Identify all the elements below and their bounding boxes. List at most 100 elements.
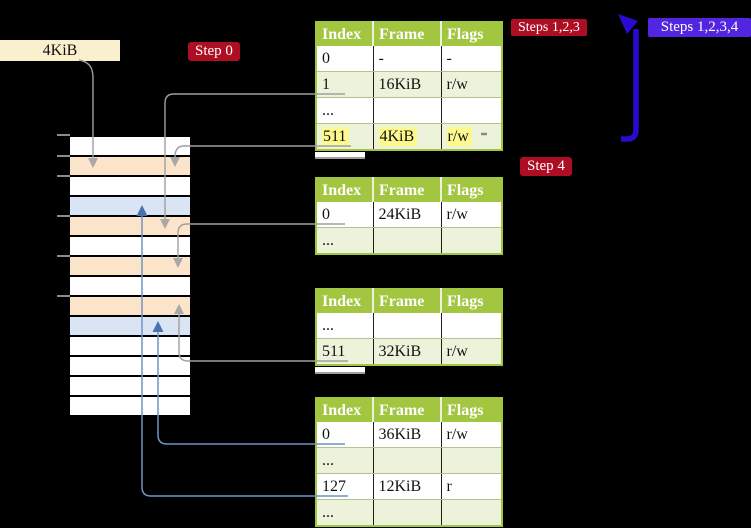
column-header-flags: Flags — [441, 398, 502, 422]
table-row: 511 32KiB r/w — [316, 338, 502, 365]
page-table-level4: Index Frame Flags 0 - - 1 16KiB r/w ... … — [315, 21, 503, 151]
memory-frame — [70, 277, 190, 295]
ruler-tick — [57, 155, 70, 157]
table-row: ... — [316, 499, 502, 526]
table-row: ... — [316, 447, 502, 474]
cell-flags — [441, 313, 502, 339]
cropped-row-hint — [315, 152, 365, 159]
memory-frame — [70, 317, 190, 335]
memory-frame — [70, 137, 190, 155]
table-row: 0 36KiB r/w — [316, 422, 502, 448]
cell-index: ... — [316, 499, 374, 526]
cell-frame: - — [373, 46, 442, 72]
cell-flags — [441, 499, 502, 526]
column-header-index: Index — [316, 22, 374, 46]
cell-index: ... — [316, 447, 374, 474]
column-header-frame: Frame — [373, 398, 442, 422]
ruler-tick — [57, 215, 70, 217]
ruler-tick — [57, 295, 70, 297]
cell-flags: r/w — [441, 422, 502, 448]
cell-index: ... — [316, 97, 374, 124]
cell-frame: 32KiB — [373, 338, 442, 365]
table-header-row: Index Frame Flags — [316, 22, 502, 46]
page-table-level3: Index Frame Flags 0 24KiB r/w ... — [315, 177, 503, 255]
table-row-highlighted: 511 4KiB r/w — [316, 123, 502, 150]
cell-index: 511 — [316, 338, 374, 365]
cell-frame: 36KiB — [373, 422, 442, 448]
memory-frame — [70, 357, 190, 375]
cell-flags — [441, 97, 502, 124]
steps-1234-badge: Steps 1,2,3,4 — [648, 18, 751, 37]
table-header-row: Index Frame Flags — [316, 398, 502, 422]
steps-123-badge: Steps 1,2,3 — [511, 19, 587, 36]
cell-flags: r — [441, 473, 502, 500]
table-row: 1 16KiB r/w — [316, 71, 502, 98]
ruler-tick — [57, 255, 70, 257]
highlight: 4KiB — [378, 126, 418, 146]
cell-flags — [441, 227, 502, 254]
table-header-row: Index Frame Flags — [316, 178, 502, 202]
memory-frame — [70, 177, 190, 195]
memory-frame — [70, 397, 190, 415]
column-header-index: Index — [316, 178, 374, 202]
cell-frame: 12KiB — [373, 473, 442, 500]
memory-frame — [70, 377, 190, 395]
page-table-level2: Index Frame Flags ... 511 32KiB r/w — [315, 288, 503, 366]
highlight: r/w — [446, 126, 472, 146]
table-row: ... — [316, 313, 502, 339]
cell-index: 511 — [316, 123, 374, 150]
memory-frame — [70, 217, 190, 235]
ruler-tick — [57, 134, 70, 136]
cropped-row-hint — [315, 367, 365, 374]
table-row: ... — [316, 227, 502, 254]
memory-frame — [70, 257, 190, 275]
frame-size-label: 4KiB — [0, 40, 120, 61]
column-header-flags: Flags — [441, 178, 502, 202]
cell-frame: 4KiB — [373, 123, 442, 150]
cell-index: ... — [316, 313, 374, 339]
physical-memory-stack — [70, 135, 190, 417]
memory-frame — [70, 337, 190, 355]
column-header-index: Index — [316, 289, 374, 313]
page-table-level1: Index Frame Flags 0 36KiB r/w ... 127 12… — [315, 397, 503, 527]
cell-index: ... — [316, 227, 374, 254]
ruler-tick — [57, 175, 70, 177]
cell-flags: r/w — [441, 202, 502, 228]
cell-frame — [373, 97, 442, 124]
cell-frame: 24KiB — [373, 202, 442, 228]
table-header-row: Index Frame Flags — [316, 289, 502, 313]
table-row: 0 - - — [316, 46, 502, 72]
cell-flags: r/w — [441, 71, 502, 98]
cell-frame — [373, 227, 442, 254]
column-header-index: Index — [316, 398, 374, 422]
column-header-flags: Flags — [441, 22, 502, 46]
table-row: 0 24KiB r/w — [316, 202, 502, 228]
highlight: 511 — [322, 126, 350, 146]
cell-frame — [373, 313, 442, 339]
table-row: 127 12KiB r — [316, 473, 502, 500]
column-header-frame: Frame — [373, 22, 442, 46]
memory-frame — [70, 237, 190, 255]
cell-index: 0 — [316, 202, 374, 228]
cell-frame — [373, 447, 442, 474]
arrowhead-up-left-icon — [618, 14, 638, 34]
cell-index: 0 — [316, 46, 374, 72]
memory-frame — [70, 197, 190, 215]
step-4-badge: Step 4 — [520, 157, 572, 176]
memory-frame — [70, 297, 190, 315]
cell-flags: r/w — [441, 123, 502, 150]
step-0-badge: Step 0 — [188, 42, 240, 61]
column-header-frame: Frame — [373, 178, 442, 202]
cell-index: 1 — [316, 71, 374, 98]
cell-flags — [441, 447, 502, 474]
cell-flags: - — [441, 46, 502, 72]
cell-frame: 16KiB — [373, 71, 442, 98]
cell-index: 0 — [316, 422, 374, 448]
column-header-flags: Flags — [441, 289, 502, 313]
loop-arrow — [621, 29, 639, 142]
memory-frame — [70, 157, 190, 175]
column-header-frame: Frame — [373, 289, 442, 313]
cell-frame — [373, 499, 442, 526]
table-row: ... — [316, 97, 502, 124]
